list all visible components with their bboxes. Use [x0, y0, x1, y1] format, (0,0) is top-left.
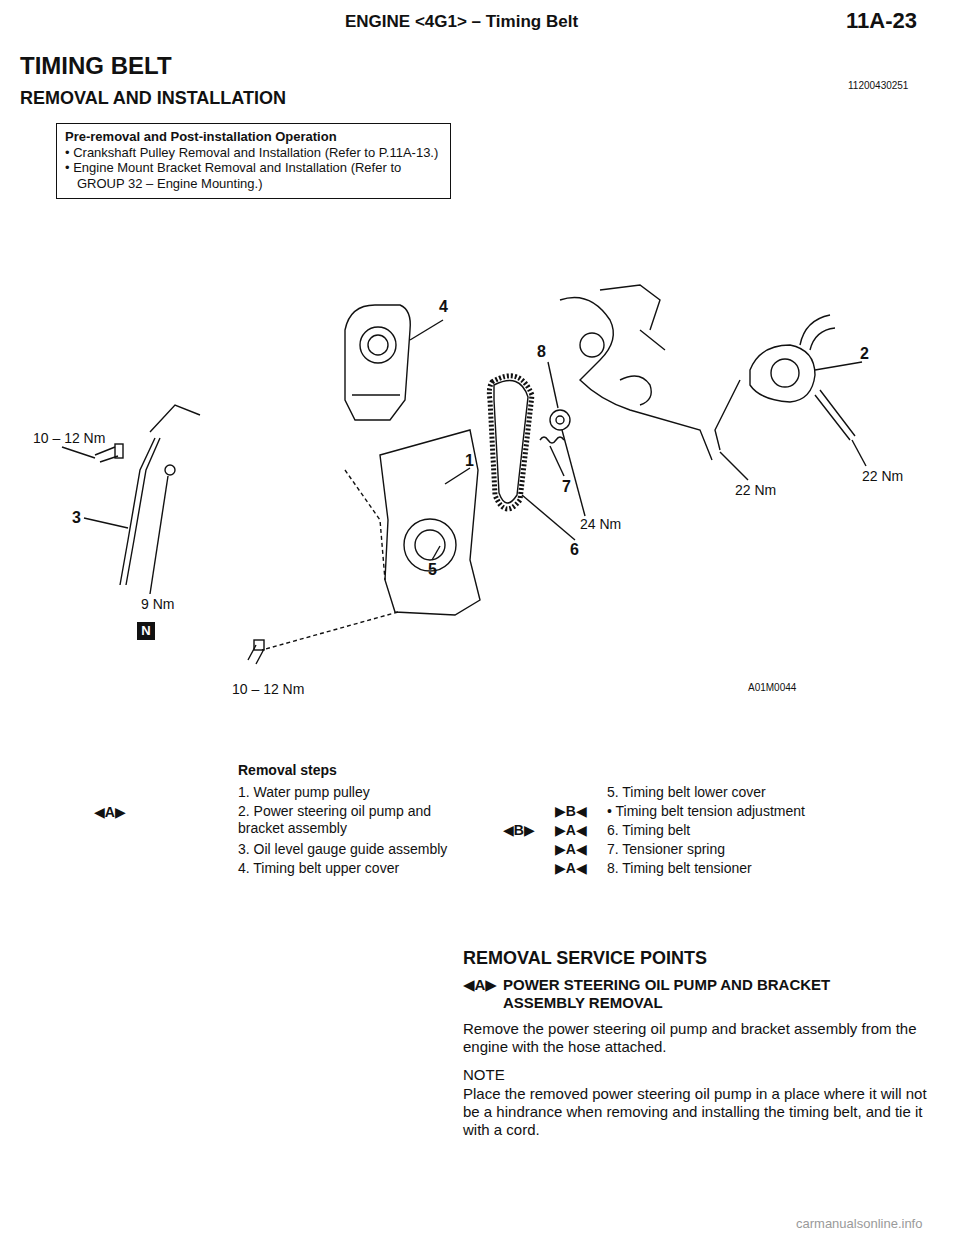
page-header: ENGINE <4G1> – Timing Belt — [345, 12, 578, 32]
note-heading: NOTE — [463, 1066, 505, 1084]
body-text: Place the removed power steering oil pum… — [463, 1085, 938, 1139]
callout-number: 2 — [860, 344, 869, 363]
service-mark: ▶B◀ — [555, 803, 587, 820]
service-point-heading: POWER STEERING OIL PUMP AND BRACKET ASSE… — [503, 976, 903, 1012]
service-mark: ◀A▶ — [94, 804, 126, 821]
callout-number: 5 — [428, 560, 437, 579]
list-heading: Removal steps — [238, 762, 337, 779]
removal-step: 1. Water pump pulley — [238, 784, 370, 801]
torque-value: 9 Nm — [141, 596, 174, 613]
torque-value: 22 Nm — [735, 482, 776, 499]
watermark: carmanualsonline.info — [796, 1216, 922, 1232]
removal-step: 3. Oil level gauge guide assembly — [238, 841, 447, 858]
callout-number: 6 — [570, 540, 579, 559]
symbol-icon: N — [137, 622, 155, 640]
torque-value: 10 – 12 Nm — [232, 681, 304, 698]
service-mark: ◀A▶ — [463, 976, 497, 994]
callout-number: 7 — [562, 477, 571, 496]
torque-value: 24 Nm — [580, 516, 621, 533]
torque-value: 22 Nm — [862, 468, 903, 485]
box-item: • Engine Mount Bracket Removal and Insta… — [65, 160, 442, 191]
removal-step: 5. Timing belt lower cover — [607, 784, 766, 801]
callout-number: 8 — [537, 342, 546, 361]
callout-number: 3 — [72, 508, 81, 527]
body-text: Remove the power steering oil pump and b… — [463, 1020, 938, 1056]
service-mark: ▶A◀ — [555, 822, 587, 839]
removal-step: 7. Tensioner spring — [607, 841, 725, 858]
service-mark: ▶A◀ — [555, 860, 587, 877]
removal-step: • Timing belt tension adjustment — [607, 803, 805, 820]
callout-number: 1 — [465, 451, 474, 470]
torque-value: 10 – 12 Nm — [33, 430, 105, 447]
box-heading: Pre-removal and Post-installation Operat… — [65, 129, 442, 145]
page-number: 11A-23 — [846, 8, 917, 34]
removal-step: 2. Power steering oil pump and bracket a… — [238, 803, 453, 837]
callout-number: 4 — [439, 297, 448, 316]
service-mark: ▶A◀ — [555, 841, 587, 858]
operation-box: Pre-removal and Post-installation Operat… — [56, 123, 451, 199]
section-heading: REMOVAL SERVICE POINTS — [463, 948, 707, 970]
removal-step: 8. Timing belt tensioner — [607, 860, 752, 877]
removal-step: 6. Timing belt — [607, 822, 690, 839]
section-heading: REMOVAL AND INSTALLATION — [20, 88, 286, 110]
box-item: • Crankshaft Pulley Removal and Installa… — [65, 145, 442, 161]
service-mark: ◀B▶ — [503, 822, 535, 839]
page-title: TIMING BELT — [20, 52, 172, 81]
doc-code: 11200430251 — [848, 80, 908, 92]
removal-step: 4. Timing belt upper cover — [238, 860, 399, 877]
figure-code: A01M0044 — [748, 682, 796, 694]
